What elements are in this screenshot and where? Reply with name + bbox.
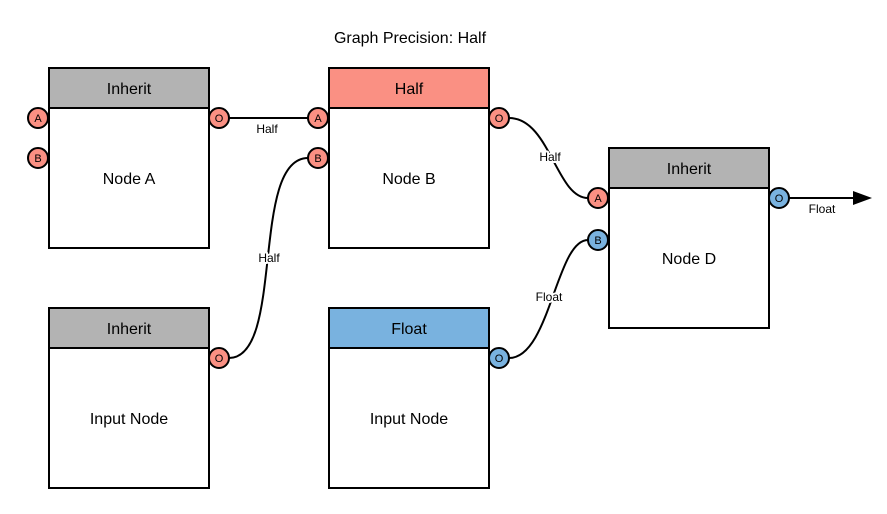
node-b-header-label: Half bbox=[395, 81, 424, 98]
node-d-title: Node D bbox=[662, 251, 716, 268]
edge-input-node-1-to-node-b bbox=[228, 157, 309, 359]
port-node-d-output-o: O bbox=[768, 187, 790, 209]
input-node-1-header bbox=[48, 307, 210, 349]
node-input-node-1: Inherit Input Node O bbox=[48, 307, 230, 489]
port-label: B bbox=[314, 153, 321, 165]
port-circle bbox=[768, 187, 790, 209]
input-node-2-header-label: Float bbox=[391, 321, 427, 338]
edges-layer bbox=[228, 117, 872, 359]
edge-labels-layer: Half Half Half Float Float bbox=[254, 120, 838, 306]
port-circle bbox=[307, 107, 329, 129]
port-circle bbox=[27, 107, 49, 129]
edge-label: Float bbox=[809, 202, 836, 216]
port-node-b-output-o: O bbox=[488, 107, 510, 129]
edge-label: Half bbox=[539, 150, 561, 164]
port-node-d-input-a: A bbox=[587, 187, 609, 209]
node-d-header bbox=[608, 147, 770, 189]
port-label: B bbox=[34, 153, 41, 165]
port-circle bbox=[587, 229, 609, 251]
arrowhead-icon bbox=[853, 191, 872, 205]
port-label: A bbox=[594, 193, 602, 205]
port-input-node-1-output-o: O bbox=[208, 347, 230, 369]
input-node-1-title: Input Node bbox=[90, 411, 168, 428]
node-b-title: Node B bbox=[382, 171, 435, 188]
port-label: A bbox=[314, 113, 322, 125]
port-circle bbox=[587, 187, 609, 209]
port-input-node-2-output-o: O bbox=[488, 347, 510, 369]
port-node-a-output-o: O bbox=[208, 107, 230, 129]
node-node-d: Inherit Node D A B O bbox=[587, 147, 790, 329]
node-a-header bbox=[48, 67, 210, 109]
node-node-a: Inherit Node A A B O bbox=[27, 67, 230, 249]
node-d-header-label: Inherit bbox=[667, 161, 712, 178]
edge-label: Half bbox=[256, 122, 278, 136]
port-circle bbox=[307, 147, 329, 169]
port-label: A bbox=[34, 113, 42, 125]
port-circle bbox=[208, 347, 230, 369]
port-circle bbox=[208, 107, 230, 129]
port-node-a-input-a: A bbox=[27, 107, 49, 129]
input-node-2-header bbox=[328, 307, 490, 349]
node-b-header bbox=[328, 67, 490, 109]
port-node-d-input-b: B bbox=[587, 229, 609, 251]
edge-label: Float bbox=[536, 290, 563, 304]
port-label: B bbox=[594, 235, 601, 247]
port-circle bbox=[27, 147, 49, 169]
edge-input-node-2-to-node-d bbox=[508, 239, 589, 359]
port-label: O bbox=[215, 353, 224, 365]
node-node-b: Half Node B A B O bbox=[307, 67, 510, 249]
port-node-a-input-b: B bbox=[27, 147, 49, 169]
port-circle bbox=[488, 347, 510, 369]
node-input-node-2: Float Input Node O bbox=[328, 307, 510, 489]
edge-label: Half bbox=[258, 251, 280, 265]
port-node-b-input-b: B bbox=[307, 147, 329, 169]
node-a-header-label: Inherit bbox=[107, 81, 152, 98]
diagram-title: Graph Precision: Half bbox=[334, 30, 487, 47]
port-circle bbox=[488, 107, 510, 129]
port-label: O bbox=[775, 193, 784, 205]
input-node-2-title: Input Node bbox=[370, 411, 448, 428]
node-a-title: Node A bbox=[103, 171, 156, 188]
edge-node-b-to-node-d bbox=[508, 117, 589, 199]
port-label: O bbox=[215, 113, 224, 125]
port-label: O bbox=[495, 353, 504, 365]
port-label: O bbox=[495, 113, 504, 125]
input-node-1-header-label: Inherit bbox=[107, 321, 152, 338]
port-node-b-input-a: A bbox=[307, 107, 329, 129]
